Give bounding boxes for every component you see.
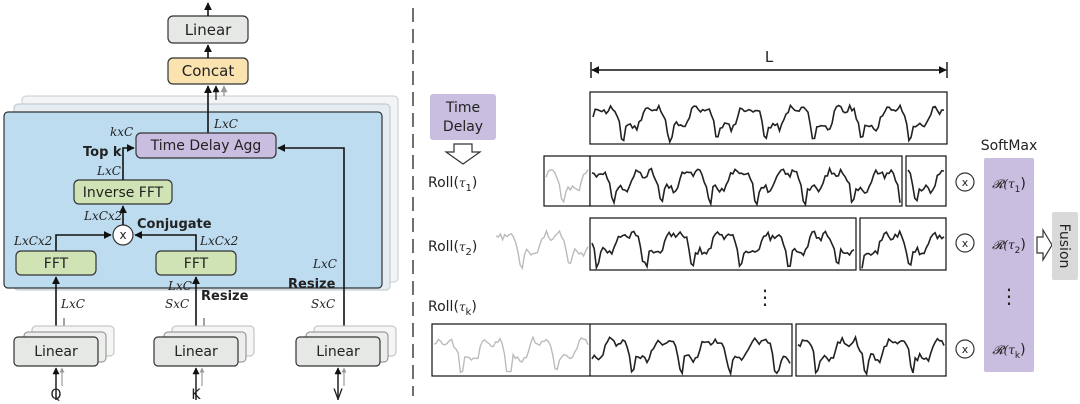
dim-lxcx2-ifft: LxCx2 xyxy=(83,209,122,223)
softmax-ellipsis: ⋮ xyxy=(999,284,1019,308)
time-delay-box xyxy=(430,94,496,140)
roll-k-tail-line xyxy=(797,334,945,377)
linear-k-box xyxy=(153,336,239,367)
roll-1-series-line xyxy=(591,165,901,207)
input-q-label: Q xyxy=(50,387,61,403)
roll-1-tail-box xyxy=(905,155,947,207)
roll-2-series-line xyxy=(591,230,855,271)
v-to-agg-arrow xyxy=(277,144,345,336)
linear-v-box xyxy=(295,336,381,367)
roll-1-label: Roll(τ1) xyxy=(428,175,477,194)
softmax-column xyxy=(984,158,1034,372)
softmax-label: SoftMax xyxy=(981,138,1038,154)
roll-1-shifted-box xyxy=(543,155,591,207)
linear-q-label: Linear xyxy=(34,344,78,360)
dim-lxc-q: LxC xyxy=(60,297,85,311)
time-delay-agg-label: Time Delay Agg xyxy=(150,138,262,154)
roll-k-gray-line xyxy=(433,335,589,374)
linear-q-box xyxy=(13,336,99,367)
time-delay-label-2: Delay xyxy=(443,119,483,135)
dim-lxc-k: LxC xyxy=(167,279,192,293)
linear-k-label: Linear xyxy=(174,344,218,360)
r-tau-k: 𝓡(τk) xyxy=(992,342,1025,361)
roll-2-main-box xyxy=(589,217,857,271)
dim-sxc-k: SxC xyxy=(165,297,189,311)
dim-lxcx2-left: LxCx2 xyxy=(13,234,52,248)
ifft-to-agg-arrow xyxy=(122,144,135,180)
conjugate-label: Conjugate xyxy=(137,217,212,232)
inverse-fft-label: Inverse FFT xyxy=(83,185,164,201)
top-k-label: Top k xyxy=(83,145,122,160)
roll-k-label: Roll(τk) xyxy=(428,299,477,318)
weight-mult-1 xyxy=(955,172,975,192)
linear-v-label: Linear xyxy=(316,344,360,360)
dim-kxc: kxC xyxy=(110,125,133,139)
roll-k-tail-box xyxy=(795,323,947,377)
weight-mult-k-symbol: x xyxy=(962,343,969,356)
dim-lxc-v: LxC xyxy=(312,257,337,271)
time-delay-agg-box xyxy=(135,132,277,159)
fft-left-to-mult-arrow xyxy=(55,231,112,251)
time-delay-down-arrow xyxy=(444,143,482,165)
fft-right-to-mult-arrow xyxy=(134,231,197,251)
roll-2-gray-line xyxy=(495,228,589,271)
dim-lxc-topk: LxC xyxy=(96,164,121,178)
roll-2-label: Roll(τ2) xyxy=(428,239,477,258)
roll-k-series-line xyxy=(591,336,791,377)
multiply-symbol: x xyxy=(119,228,126,242)
input-v-label: V xyxy=(333,387,343,403)
fusion-label: Fusion xyxy=(1056,224,1072,269)
weight-mult-1-symbol: x xyxy=(962,176,969,189)
time-delay-label-1: Time xyxy=(445,100,480,116)
roll-2-tail-box xyxy=(859,217,947,271)
resize-v-label: Resize xyxy=(288,277,336,292)
weight-mult-2 xyxy=(955,233,975,253)
ellipsis-middle: ⋮ xyxy=(755,285,775,309)
fft-right-label: FFT xyxy=(184,256,209,272)
roll-1-main-box xyxy=(589,155,903,207)
roll-1-tail-line xyxy=(907,169,945,203)
weight-mult-k xyxy=(955,339,975,359)
roll-1-gray-line xyxy=(545,169,589,204)
length-label: L xyxy=(765,48,774,66)
original-series-box xyxy=(589,91,948,145)
original-series-line xyxy=(592,103,945,145)
roll-k-main-box xyxy=(431,323,793,377)
r-tau-2: 𝓡(τ2) xyxy=(992,237,1026,256)
fusion-arrow xyxy=(1036,227,1053,263)
concat-label: Concat xyxy=(182,62,235,80)
weight-mult-2-symbol: x xyxy=(962,237,969,250)
input-k-label: K xyxy=(191,387,201,403)
dim-lxcx2-right: LxCx2 xyxy=(199,234,238,248)
resize-k-label: Resize xyxy=(201,289,249,304)
fft-left-label: FFT xyxy=(44,256,69,272)
dim-sxc-v: SxC xyxy=(311,297,335,311)
fusion-box xyxy=(1052,212,1078,280)
autocorrelation-panel xyxy=(3,111,383,289)
r-tau-1: 𝓡(τ1) xyxy=(992,176,1026,195)
output-linear-label: Linear xyxy=(185,21,232,39)
dim-lxc-agg: LxC xyxy=(213,117,238,131)
roll-2-tail-line xyxy=(861,229,945,269)
